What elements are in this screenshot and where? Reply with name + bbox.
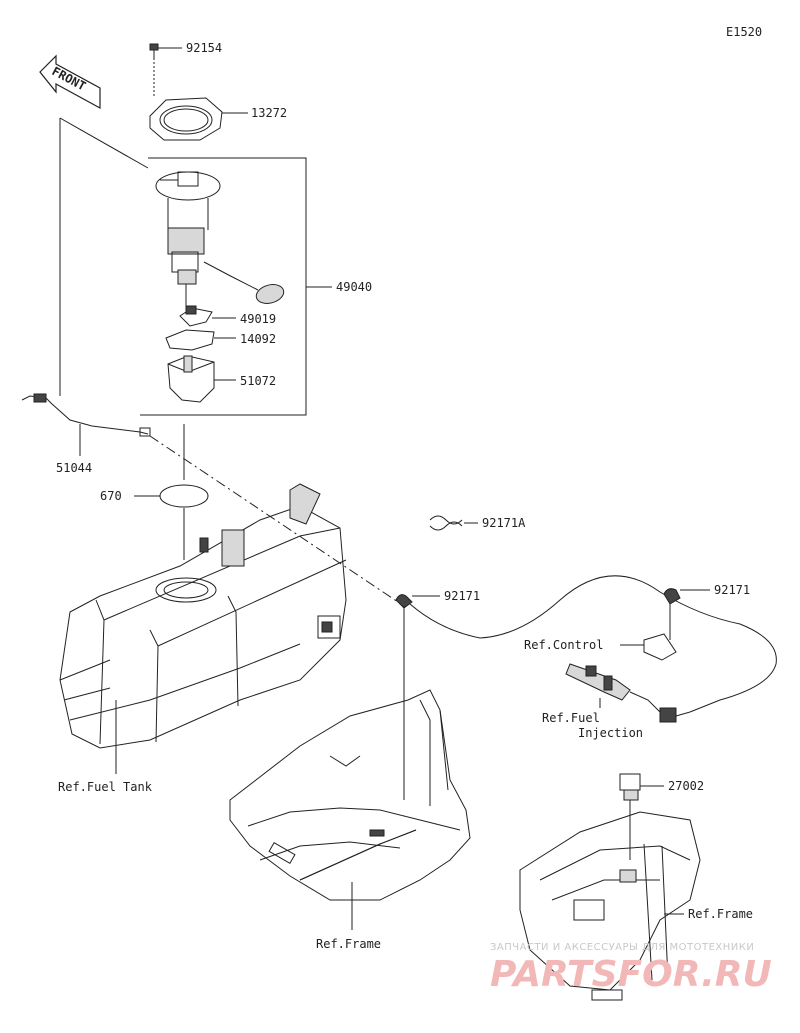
part-27002: 27002: [668, 779, 704, 793]
diagram-code: E1520: [726, 25, 762, 39]
clip-92171-left: [395, 594, 440, 609]
part-92171a: 92171A: [482, 516, 526, 530]
cup-51072: [167, 355, 236, 403]
fuel-pump-assembly: [155, 171, 285, 306]
filter-49019: [179, 305, 236, 327]
part-92171-left: 92171: [444, 589, 480, 603]
clip-92171a: [429, 515, 478, 531]
clip-92171-right: [663, 588, 710, 640]
part-51044: 51044: [56, 461, 92, 475]
ref-fuel-tank: Ref.Fuel Tank: [58, 780, 153, 794]
part-49019: 49019: [240, 312, 276, 326]
part-51072: 51072: [240, 374, 276, 388]
hose-51044: [21, 117, 151, 456]
part-14092: 14092: [240, 332, 276, 346]
frame-right: [519, 811, 701, 1001]
retainer-plate-13272: [149, 97, 248, 141]
control-bracket: [620, 633, 677, 661]
frame-left: [229, 606, 471, 930]
fuel-tank: [59, 483, 347, 774]
fuel-injector-rail: [565, 663, 661, 713]
ref-frame-left: Ref.Frame: [316, 937, 381, 951]
part-92154: 92154: [186, 41, 222, 55]
connector-27002: [619, 773, 664, 860]
fuel-line: [409, 575, 777, 723]
plate-14092: [165, 329, 236, 351]
part-13272: 13272: [251, 106, 287, 120]
screw-92154: [149, 43, 182, 58]
watermark-line1: ЗАПЧАСТИ И АКСЕССУАРЫ ДЛЯ МОТОТЕХНИКИ: [490, 942, 754, 953]
part-670: 670: [100, 489, 122, 503]
part-92171-right: 92171: [714, 583, 750, 597]
watermark-line2: PARTSFOR.RU: [490, 954, 772, 995]
part-49040: 49040: [336, 280, 372, 294]
ref-control: Ref.Control: [524, 638, 603, 652]
front-arrow-icon: FRONT: [39, 54, 101, 110]
ref-fuel-injection-2: Injection: [578, 726, 643, 740]
ref-frame-right: Ref.Frame: [688, 907, 753, 921]
ref-fuel-injection-1: Ref.Fuel: [542, 711, 600, 725]
